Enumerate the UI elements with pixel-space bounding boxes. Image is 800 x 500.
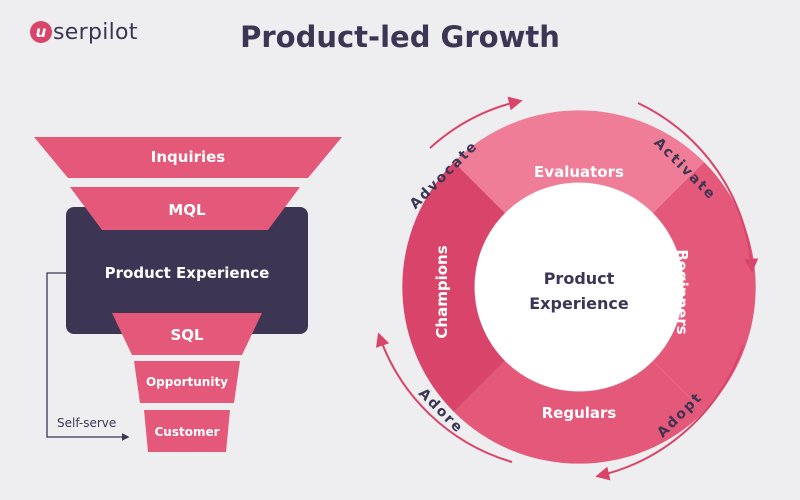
- segment-regulars: [454, 361, 704, 464]
- logo-mark: u: [30, 21, 52, 43]
- funnel-label-inquiries: Inquiries: [151, 148, 226, 166]
- segment-beginners: [653, 162, 756, 412]
- arrow-right: [637, 102, 759, 273]
- segment-label-evaluators: Evaluators: [534, 163, 624, 181]
- segment-label-beginners: Beginners: [673, 249, 691, 334]
- flywheel: Product Experience Evaluators Regulars B…: [376, 96, 759, 481]
- page-title: Product-led Growth: [240, 20, 560, 54]
- logo-text: serpilot: [53, 19, 138, 45]
- product-experience-block: [66, 207, 308, 334]
- funnel-label-product-experience: Product Experience: [105, 264, 270, 282]
- flywheel-center: [475, 183, 683, 391]
- arrow-top: [429, 96, 523, 149]
- segment-evaluators: [454, 110, 704, 213]
- funnel-label-opportunity: Opportunity: [146, 375, 228, 389]
- funnel-stage-sql: [112, 313, 262, 355]
- funnel-label-sql: SQL: [170, 326, 204, 344]
- arrow-bottom: [595, 344, 744, 481]
- userpilot-logo: u serpilot: [30, 16, 138, 48]
- funnel-stage-mql: [70, 187, 300, 230]
- segment-champions: [402, 162, 505, 412]
- self-serve-arrow: [46, 272, 130, 441]
- segment-label-regulars: Regulars: [542, 404, 617, 422]
- funnel-label-customer: Customer: [154, 425, 219, 439]
- funnel-label-mql: MQL: [168, 201, 206, 219]
- flywheel-center-line2: Experience: [529, 294, 629, 313]
- funnel-stage-customer: [144, 410, 230, 452]
- flywheel-center-line1: Product: [544, 269, 615, 288]
- funnel-stage-opportunity: [134, 361, 240, 403]
- self-serve-label: Self-serve: [57, 416, 116, 430]
- funnel: Inquiries MQL Product Experience SQL Opp…: [34, 137, 342, 452]
- arrow-left: [376, 332, 513, 463]
- segment-label-champions: Champions: [433, 245, 451, 338]
- funnel-stage-inquiries: [34, 137, 342, 178]
